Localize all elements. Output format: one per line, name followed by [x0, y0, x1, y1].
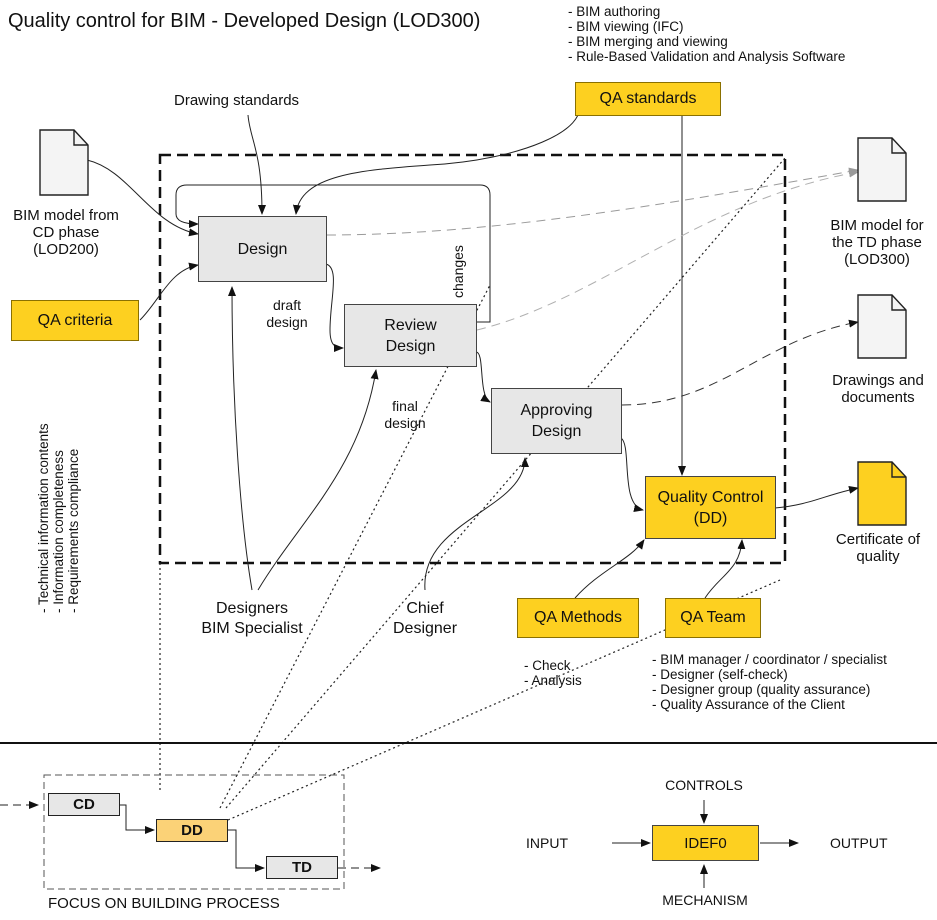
text-line: Review — [384, 316, 437, 334]
criteria-list: - Technical information contents - Infor… — [36, 423, 81, 613]
text-line: BIM model for — [830, 217, 924, 234]
software-item: - BIM merging and viewing — [568, 34, 728, 49]
software-item: - BIM authoring — [568, 4, 661, 19]
document-icon — [857, 294, 907, 359]
draft-design-label: draft design — [262, 297, 312, 331]
software-item: - Rule-Based Validation and Analysis Sof… — [568, 49, 846, 64]
changes-label: changes — [450, 245, 466, 298]
arrow-draft-design — [325, 263, 344, 352]
text-line: final — [392, 398, 418, 414]
design-activity-box: Design — [198, 216, 327, 282]
document-icon — [857, 137, 907, 202]
text-line: (DD) — [693, 509, 728, 527]
certificate-document-icon — [857, 461, 907, 526]
legend-controls: CONTROLS — [665, 777, 743, 793]
text-line: Approving — [520, 402, 593, 419]
text-line: Certificate of — [835, 531, 921, 548]
text-line: quality — [856, 548, 900, 565]
arrow-qc-to-certificate — [774, 485, 859, 509]
legend-mechanism: MECHANISM — [662, 892, 748, 908]
arrow-review-to-td-model — [476, 169, 859, 331]
text-line: design — [266, 314, 308, 330]
arrow-approving-to-qc — [620, 437, 644, 512]
criteria-item: - Requirements compliance — [66, 448, 81, 613]
qa-team-box: QA Team — [665, 598, 761, 638]
arrow-qa-standards-design — [292, 101, 580, 215]
arrow-dd-td — [228, 829, 265, 872]
final-design-label: final design — [380, 398, 430, 432]
methods-list: - Check - Analysis — [524, 658, 582, 688]
text-line: Drawings and — [832, 372, 924, 389]
quality-control-activity-box: Quality Control (DD) — [645, 476, 776, 539]
text-line: Design — [531, 423, 582, 440]
team-item: - Quality Assurance of the Client — [652, 697, 845, 712]
chief-designer-label: Chief Designer — [380, 599, 470, 639]
team-item: - Designer (self-check) — [652, 667, 788, 682]
arrow-methods-qc — [574, 539, 645, 599]
text-line: (LOD200) — [33, 241, 99, 258]
software-item: - BIM viewing (IFC) — [568, 19, 684, 34]
arrow-drawing-standards — [247, 114, 266, 215]
process-caption: FOCUS ON BUILDING PROCESS — [48, 895, 280, 912]
text-line: Quality Control — [657, 488, 764, 506]
phase-dd: DD — [156, 819, 228, 842]
text-line: CD phase — [32, 224, 100, 241]
drawing-standards-label: Drawing standards — [174, 92, 300, 109]
text-line: design — [384, 415, 426, 431]
text-line: Designers — [215, 600, 289, 617]
methods-item: - Check — [524, 658, 571, 673]
text-line: BIM Specialist — [201, 620, 303, 637]
certificate-label: Certificate of quality — [822, 531, 934, 565]
text-line: Chief — [406, 600, 444, 617]
arrow-cd-dd — [120, 804, 155, 834]
text-line: Designer — [392, 620, 458, 637]
team-item: - Designer group (quality assurance) — [652, 682, 871, 697]
text-line: Design — [385, 337, 436, 355]
designers-label: Designers BIM Specialist — [182, 599, 322, 639]
arrow-qa-criteria-in — [139, 262, 199, 321]
team-item: - BIM manager / coordinator / specialist — [652, 652, 887, 667]
bim-model-cd-label: BIM model from CD phase (LOD200) — [4, 207, 128, 258]
qa-standards-box: QA standards — [575, 82, 721, 116]
methods-item: - Analysis — [524, 673, 582, 688]
team-list: - BIM manager / coordinator / specialist… — [652, 652, 887, 712]
approving-design-activity-box: Approving Design — [491, 388, 622, 454]
arrow-designers-design — [228, 286, 253, 591]
legend-input: INPUT — [526, 835, 568, 851]
text-line: draft — [272, 297, 301, 313]
drawings-documents-label: Drawings and documents — [822, 372, 934, 406]
text-line: the TD phase — [832, 234, 922, 251]
phase-td: TD — [266, 856, 338, 879]
arrow-team-qc — [704, 539, 746, 599]
phase-cd: CD — [48, 793, 120, 816]
document-icon — [39, 129, 89, 196]
bim-model-td-label: BIM model for the TD phase (LOD300) — [818, 217, 936, 268]
software-list: - BIM authoring - BIM viewing (IFC) - BI… — [568, 4, 845, 64]
arrow-final-design — [475, 351, 491, 403]
criteria-item: - Technical information contents — [36, 423, 51, 613]
text-line: (LOD300) — [844, 251, 910, 268]
arrow-design-to-td-model — [326, 167, 859, 236]
review-design-activity-box: Review Design — [344, 304, 477, 367]
text-line: documents — [841, 389, 915, 406]
page-title: Quality control for BIM - Developed Desi… — [8, 10, 481, 32]
qa-criteria-box: QA criteria — [11, 300, 139, 341]
legend-idef0-box: IDEF0 — [652, 825, 759, 861]
text-line: BIM model from — [13, 207, 119, 224]
legend-output: OUTPUT — [830, 835, 888, 851]
arrow-chief-approving — [424, 457, 529, 591]
arrow-designers-review — [257, 369, 379, 591]
criteria-item: - Information completeness — [51, 450, 66, 613]
qa-methods-box: QA Methods — [517, 598, 639, 638]
